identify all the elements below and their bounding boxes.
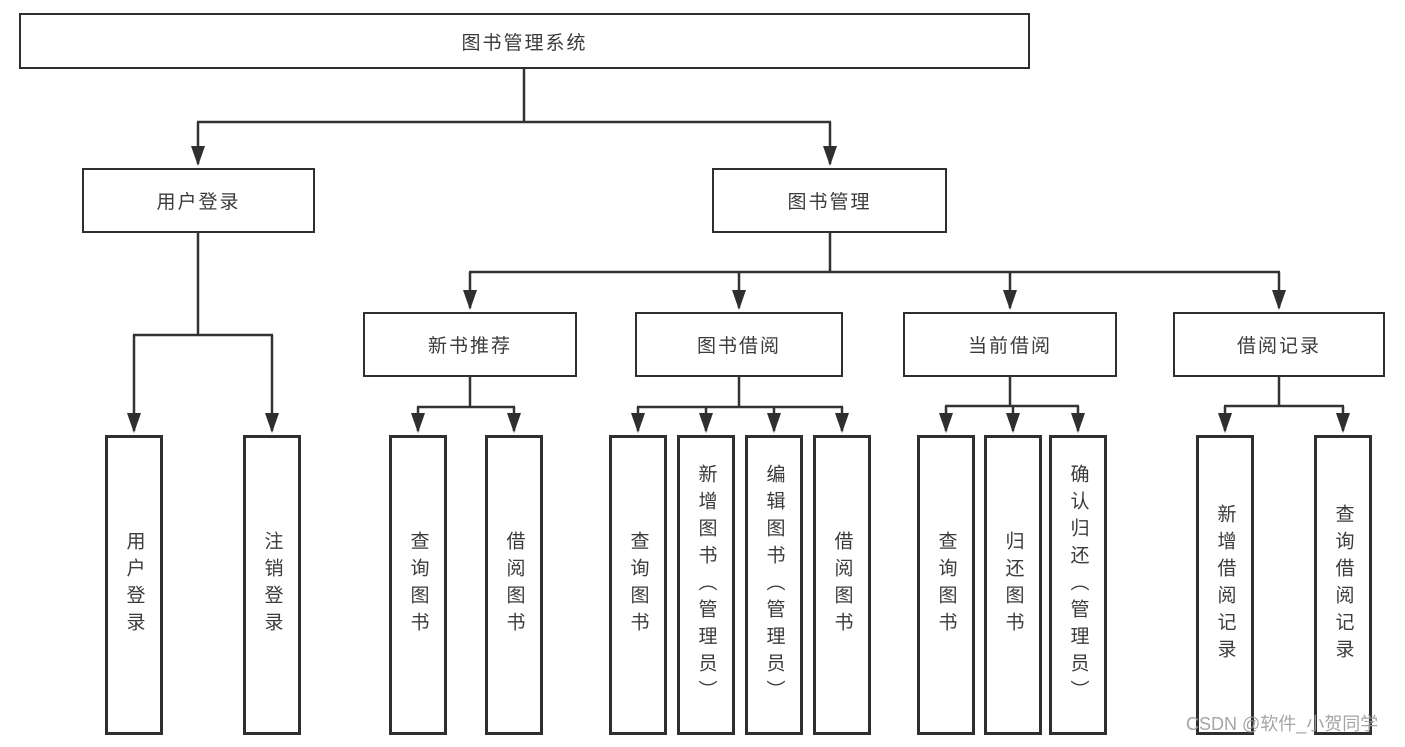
leaf-edit-books-admin: 编辑图书（管理员）: [745, 435, 803, 735]
leaf-rec-query-books: 查询图书: [389, 435, 447, 735]
leaf-logout-label: 注销登录: [261, 531, 283, 639]
leaf-edit-books-admin-label: 编辑图书（管理员）: [763, 463, 785, 707]
leaf-query-borrow-record: 查询借阅记录: [1314, 435, 1372, 735]
leaf-rec-borrow-books: 借阅图书: [485, 435, 543, 735]
csdn-watermark: CSDN @软件_小贺同学: [1186, 714, 1379, 734]
leaf-return-books-label: 归还图书: [1002, 531, 1024, 639]
node-book-borrowing: 图书借阅: [635, 312, 843, 377]
leaf-add-borrow-record: 新增借阅记录: [1196, 435, 1254, 735]
leaf-user-login-label: 用户登录: [123, 531, 145, 639]
node-user-login: 用户登录: [82, 168, 315, 233]
leaf-current-query-books: 查询图书: [917, 435, 975, 735]
node-library-system-label: 图书管理系统: [461, 32, 588, 54]
leaf-borrow-books-label: 借阅图书: [831, 531, 853, 639]
node-book-borrowing-label: 图书借阅: [696, 336, 781, 357]
node-borrow-records-label: 借阅记录: [1236, 336, 1321, 357]
leaf-return-books: 归还图书: [984, 435, 1042, 735]
leaf-add-borrow-record-label: 新增借阅记录: [1214, 504, 1236, 666]
node-new-book-recommend-label: 新书推荐: [427, 336, 512, 357]
leaf-borrow-books: 借阅图书: [813, 435, 871, 735]
node-current-borrowing: 当前借阅: [903, 312, 1117, 377]
leaf-borrow-query-books: 查询图书: [609, 435, 667, 735]
node-borrow-records: 借阅记录: [1173, 312, 1385, 377]
leaf-user-login: 用户登录: [105, 435, 163, 735]
leaf-logout: 注销登录: [243, 435, 301, 735]
leaf-rec-query-books-label: 查询图书: [407, 531, 429, 639]
leaf-add-books-admin-label: 新增图书（管理员）: [695, 463, 717, 707]
node-new-book-recommend: 新书推荐: [363, 312, 577, 377]
node-book-management-label: 图书管理: [787, 192, 872, 213]
leaf-confirm-return-admin: 确认归还（管理员）: [1049, 435, 1107, 735]
leaf-confirm-return-admin-label: 确认归还（管理员）: [1067, 463, 1089, 707]
leaf-borrow-query-books-label: 查询图书: [627, 531, 649, 639]
node-current-borrowing-label: 当前借阅: [967, 336, 1052, 357]
leaf-rec-borrow-books-label: 借阅图书: [503, 531, 525, 639]
leaf-query-borrow-record-label: 查询借阅记录: [1332, 504, 1354, 666]
leaf-current-query-books-label: 查询图书: [935, 531, 957, 639]
leaf-add-books-admin: 新增图书（管理员）: [677, 435, 735, 735]
node-book-management: 图书管理: [712, 168, 947, 233]
node-user-login-label: 用户登录: [156, 192, 241, 213]
node-library-system: 图书管理系统: [19, 13, 1030, 69]
